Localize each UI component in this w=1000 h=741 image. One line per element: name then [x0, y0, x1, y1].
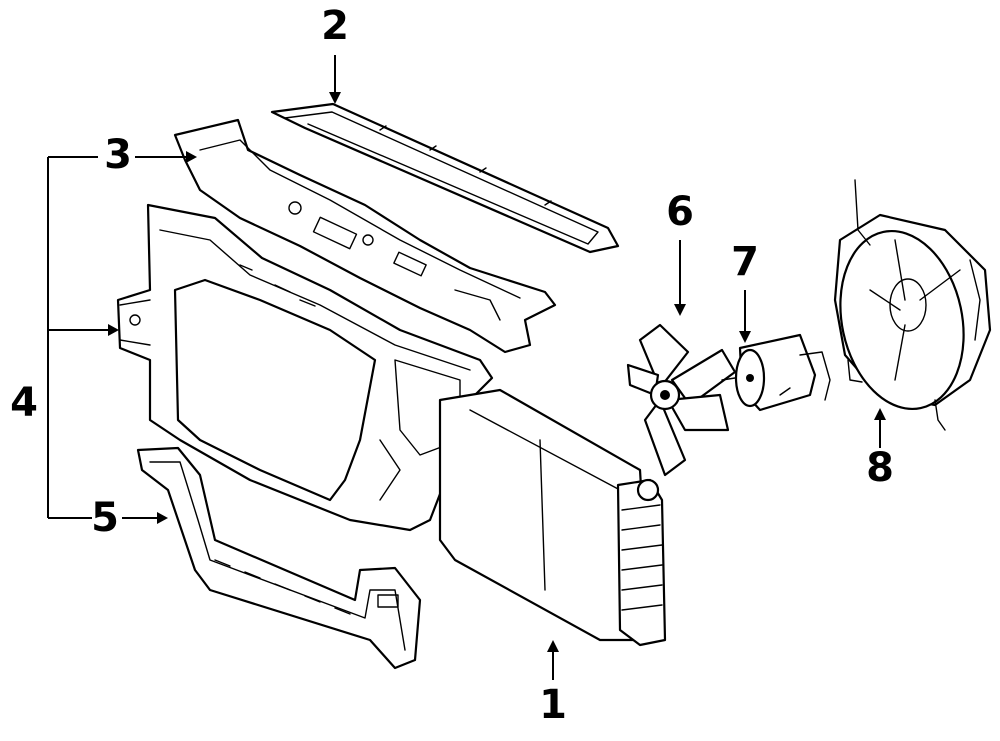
fan-blade [626, 323, 737, 477]
radiator-support [116, 203, 494, 532]
upper-tie-bar [173, 118, 557, 354]
radiator [438, 388, 667, 647]
callout-8: 8 [866, 445, 894, 491]
callout-7: 7 [731, 239, 759, 285]
callout-5: 5 [91, 495, 119, 541]
callout-4: 4 [10, 380, 38, 426]
callout-leaders [47, 55, 886, 680]
upper-seal-strip [270, 102, 620, 254]
callout-1: 1 [539, 682, 567, 728]
callout-2: 2 [321, 3, 349, 49]
fan-shroud [833, 179, 992, 431]
fan-motor [721, 333, 831, 412]
callout-3: 3 [104, 132, 132, 178]
lower-tie-bar [136, 446, 422, 670]
callout-6: 6 [666, 189, 694, 235]
